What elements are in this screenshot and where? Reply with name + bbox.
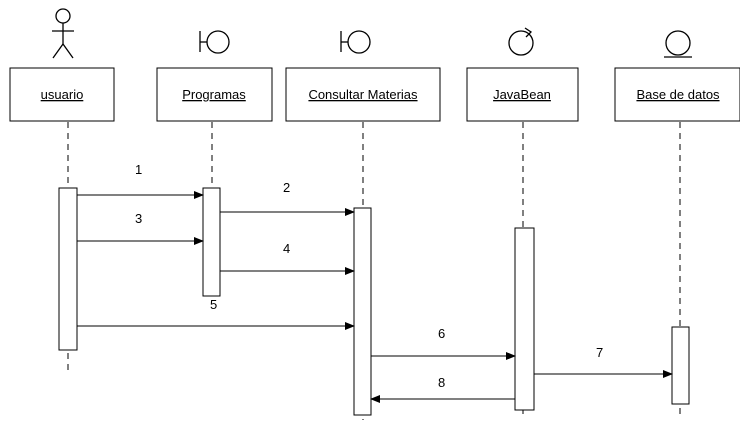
participant-label-base-de-datos: Base de datos (636, 87, 720, 102)
message-label-1: 1 (135, 162, 142, 177)
participant-box-programas: Programas (156, 67, 273, 122)
activation-programas (202, 187, 221, 297)
participant-box-base-de-datos: Base de datos (614, 67, 740, 122)
participant-label-javabean: JavaBean (493, 87, 551, 102)
message-label-5: 5 (210, 297, 217, 312)
activation-javabean (514, 227, 535, 411)
message-label-3: 3 (135, 211, 142, 226)
message-label-2: 2 (283, 180, 290, 195)
entity-icon (664, 30, 692, 58)
participant-box-consultar-materias: Consultar Materias (285, 67, 441, 122)
participant-label-programas: Programas (182, 87, 246, 102)
participant-label-usuario: usuario (41, 87, 84, 102)
message-label-6: 6 (438, 326, 445, 341)
activation-base-de-datos (671, 326, 690, 405)
boundary-icon (199, 30, 230, 54)
participant-box-javabean: JavaBean (466, 67, 579, 122)
activation-consultar-materias (353, 207, 372, 416)
actor-icon (52, 8, 74, 59)
activation-usuario (58, 187, 78, 351)
boundary-icon (340, 30, 371, 54)
control-icon (508, 27, 534, 56)
message-label-4: 4 (283, 241, 290, 256)
message-label-8: 8 (438, 375, 445, 390)
participant-box-usuario: usuario (9, 67, 115, 122)
participant-label-consultar-materias: Consultar Materias (308, 87, 418, 102)
message-label-7: 7 (596, 345, 603, 360)
